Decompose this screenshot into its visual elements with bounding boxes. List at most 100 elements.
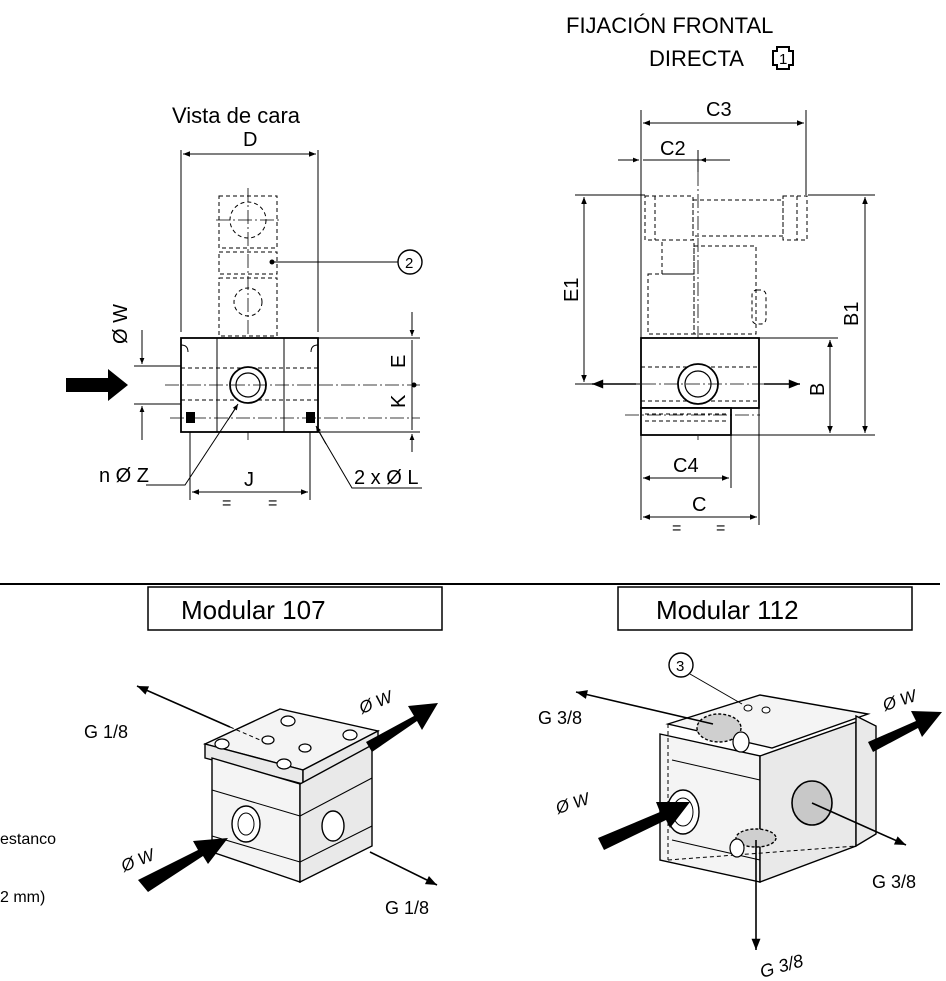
left-text-line1: estanco: [0, 831, 56, 848]
notch-right: [310, 344, 319, 353]
dim-label-j: J: [244, 469, 254, 491]
m107-groove-1: [211, 789, 301, 817]
m107-arrow-bottom-right: [369, 851, 438, 886]
front-inlet-arrow: [66, 369, 128, 401]
dashed-side-lower-left: [647, 273, 695, 335]
dashed-side-right-block: [782, 195, 808, 241]
leader-2l-arrow: [315, 425, 327, 445]
screw-right: [306, 412, 315, 423]
m112-arrow-top-left: [575, 690, 714, 725]
dashed-side-lower-right: [693, 245, 757, 335]
dim-label-c3: C3: [706, 99, 732, 121]
m107-screw-4: [276, 758, 292, 770]
modular-107-illustration: G 1/8 G 1/8 Ø W Ø W: [84, 685, 438, 918]
title-line2: DIRECTA: [649, 46, 744, 71]
front-view-title: Vista de cara: [172, 103, 301, 128]
m112-hidden-edge-2: [667, 845, 857, 861]
left-text-line2: 2 mm): [0, 889, 45, 906]
leader-2l: [317, 429, 422, 489]
label-modular-107: Modular 107: [147, 586, 443, 631]
svg-text:Modular 112: Modular 112: [656, 595, 799, 625]
dim-label-e1: E1: [561, 278, 583, 302]
dim-ek-dot: [411, 382, 417, 388]
m107-screw-2: [342, 729, 358, 741]
notch-left: [180, 344, 189, 353]
svg-text:Modular 107: Modular 107: [181, 595, 326, 625]
m112-small-port-2: [729, 838, 745, 858]
dim-label-2l: 2 x Ø L: [354, 467, 418, 489]
dim-label-c2: C2: [660, 138, 686, 160]
dim-label-b1: B1: [841, 302, 863, 326]
m112-bottom-port-highlight: [735, 828, 777, 848]
dashed-side-nub: [751, 289, 767, 325]
dim-label-b: B: [807, 383, 829, 396]
m112-top-hole-2: [761, 706, 771, 714]
dim-label-c: C: [692, 494, 706, 516]
m107-front-port-thread: [237, 812, 255, 836]
front-view: Vista de cara D 2: [66, 103, 423, 512]
m107-screw-3: [214, 738, 230, 750]
dashed-side-left-block: [644, 195, 694, 241]
m107-groove-4: [299, 825, 373, 863]
m107-flow-top: Ø W: [355, 687, 396, 718]
m107-arrow-top-left: [136, 685, 231, 728]
ref-2-label: 2: [405, 255, 413, 272]
m107-arrow-bottom-left: [138, 838, 228, 892]
modular-112-illustration: 3 G 3/8 G 3/8 G 3/8 Ø W Ø W: [538, 652, 942, 981]
dashed-side-neck: [661, 239, 695, 275]
m112-port-right: G 3/8: [872, 872, 916, 892]
m112-small-port-1: [732, 731, 750, 753]
dim-label-c4: C4: [673, 455, 699, 477]
m107-arrow-top-right: [366, 703, 438, 752]
m112-port-top-left: G 3/8: [538, 708, 582, 728]
circled-ref-1: 1: [772, 46, 794, 70]
m112-flow-left: Ø W: [552, 789, 593, 818]
m112-flow-top: Ø W: [879, 686, 920, 715]
svg-text:1: 1: [779, 51, 787, 68]
dim-label-w: Ø W: [110, 304, 132, 344]
title-fijacion: FIJACIÓN FRONTAL DIRECTA 1: [566, 13, 794, 71]
m112-side-rail: [855, 714, 877, 848]
equal-left: =: [222, 495, 231, 512]
m112-groove-1: [671, 759, 761, 781]
leader-nz-arrow: [227, 403, 239, 421]
dim-label-k: K: [388, 394, 410, 408]
m107-hole-1: [261, 735, 275, 745]
m107-port-bottom-right: G 1/8: [385, 898, 429, 918]
circled-ref-2: [397, 249, 423, 275]
m107-arrow-top-left-dash: [229, 726, 261, 741]
circled-ref-3: [668, 652, 694, 678]
ref-3-label: 3: [676, 658, 684, 675]
dim-label-d: D: [243, 129, 257, 151]
m112-port-bottom: G 3/8: [758, 950, 806, 981]
side-view: C3 C2 E1 B1: [561, 99, 875, 537]
dim-label-nz: n Ø Z: [99, 465, 149, 487]
m107-flow-bottom: Ø W: [117, 845, 158, 876]
m112-arrow-left: [598, 802, 690, 850]
m112-top-port-highlight: [696, 713, 742, 743]
m107-front-port: [231, 805, 261, 843]
m107-groove-2: [211, 835, 301, 863]
m107-side-port: [321, 810, 345, 842]
m107-hole-2: [298, 743, 312, 753]
screw-left: [186, 412, 195, 423]
equal-right: =: [268, 495, 277, 512]
dashed-middle-block: [218, 251, 278, 275]
m112-arrow-right: [868, 711, 942, 752]
side-equal-right: =: [716, 520, 725, 537]
m107-screw-1: [280, 715, 296, 727]
m107-groove-3: [299, 777, 373, 817]
leader-ref-3: [689, 673, 743, 705]
m112-groove-2: [671, 839, 761, 861]
side-equal-left: =: [672, 520, 681, 537]
title-line1: FIJACIÓN FRONTAL: [566, 13, 773, 38]
leader-dot-ref-2: [269, 259, 275, 265]
dashed-side-tube: [692, 199, 784, 237]
leader-nz: [146, 405, 238, 486]
m112-arrow-side-out: [811, 802, 907, 846]
label-modular-112: Modular 112: [617, 586, 913, 631]
m112-top-hole-1: [743, 704, 753, 712]
dim-label-e: E: [388, 355, 410, 368]
m107-port-top-left: G 1/8: [84, 722, 128, 742]
